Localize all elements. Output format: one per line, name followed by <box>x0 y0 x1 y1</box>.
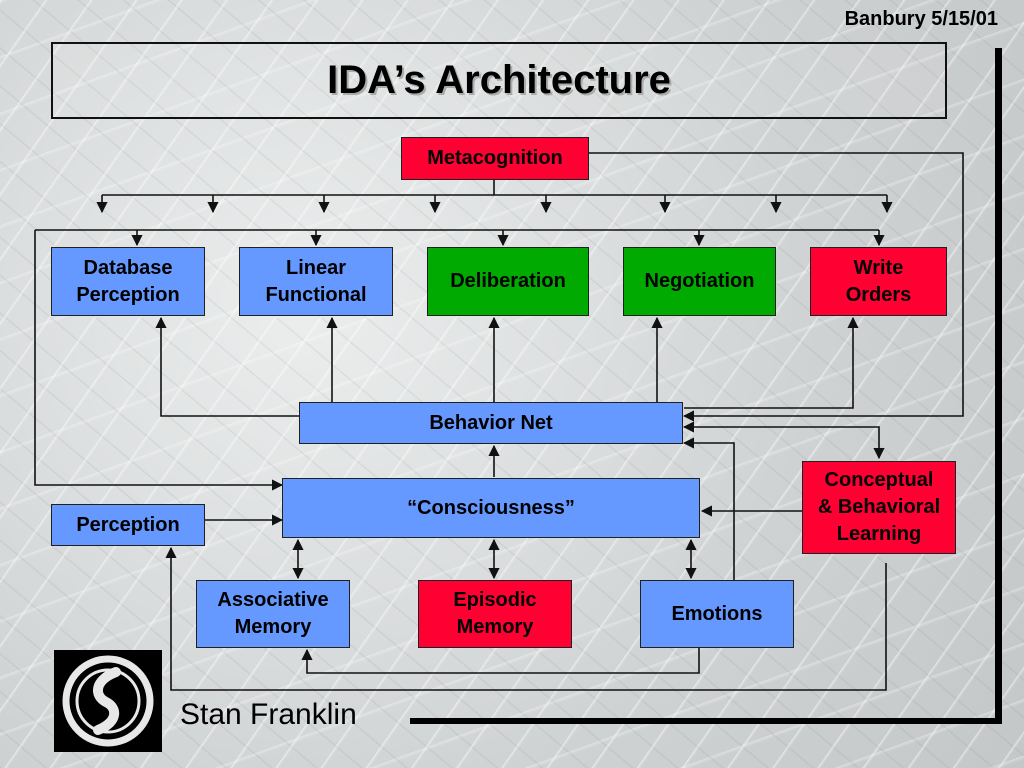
metacognition-label: Metacognition <box>427 147 563 169</box>
database-perception-line2: Perception <box>76 283 180 306</box>
linear-functional-line1: Linear <box>285 256 347 279</box>
perception-box: Perception <box>51 504 205 546</box>
page-title: IDA’s Architecture <box>327 58 671 102</box>
database-perception-line1: Database <box>83 256 173 279</box>
linear-functional-line2: Functional <box>265 283 367 306</box>
title-frame: IDA’s Architecture <box>51 42 947 119</box>
consciousness-label: “Consciousness” <box>407 497 575 519</box>
conceptual-learning-line1: Conceptual <box>824 469 934 491</box>
negotiation-box: Negotiation <box>623 247 776 316</box>
metacognition-box: Metacognition <box>401 137 589 180</box>
perception-label: Perception <box>76 513 180 536</box>
emotions-label: Emotions <box>671 602 763 625</box>
consciousness-box: “Consciousness” <box>282 478 700 538</box>
behavior-net-box: Behavior Net <box>299 402 683 444</box>
associative-memory-line2: Memory <box>234 616 312 638</box>
write-orders-box: Write Orders <box>810 247 947 316</box>
associative-memory-box: Associative Memory <box>196 580 350 648</box>
deliberation-box: Deliberation <box>427 247 589 316</box>
emotions-box: Emotions <box>640 580 794 648</box>
episodic-memory-line1: Episodic <box>453 589 537 611</box>
date-label: Banbury 5/15/01 <box>844 8 998 30</box>
episodic-memory-box: Episodic Memory <box>418 580 572 648</box>
deliberation-label: Deliberation <box>450 270 566 292</box>
author-name: Stan Franklin <box>180 698 357 731</box>
linear-functional-box: Linear Functional <box>239 247 393 316</box>
episodic-memory-line2: Memory <box>456 616 534 638</box>
conceptual-learning-line2: & Behavioral <box>817 496 941 518</box>
memphis-logo-icon <box>54 650 162 752</box>
behavior-net-label: Behavior Net <box>429 411 553 434</box>
write-orders-line1: Write <box>853 256 904 279</box>
conceptual-learning-box: Conceptual & Behavioral Learning <box>802 461 956 554</box>
write-orders-line2: Orders <box>845 283 912 306</box>
conceptual-learning-line3: Learning <box>836 523 922 545</box>
associative-memory-line1: Associative <box>217 589 329 611</box>
database-perception-box: Database Perception <box>51 247 205 316</box>
negotiation-label: Negotiation <box>644 270 755 292</box>
